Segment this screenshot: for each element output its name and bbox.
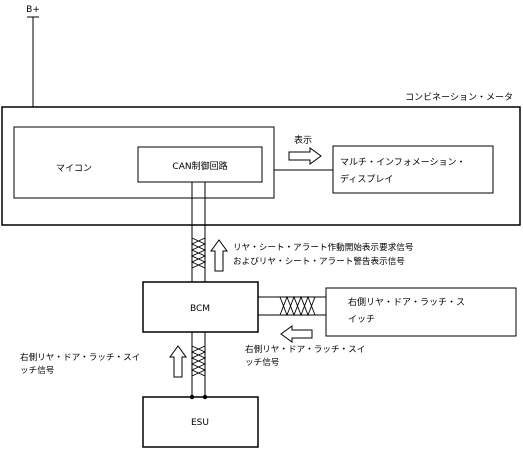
meter-signal-line1: リヤ・シート・アラート作動開始表示要求信号 [233,241,413,253]
micon-label: マイコン [56,164,92,174]
esu-signal-line1: 右側リヤ・ドア・ラッチ・スイ [20,351,140,363]
esu-terminal-left [189,394,195,400]
display-arrow-label: 表示 [294,134,312,146]
esu-label: ESU [191,418,209,428]
can-control-label: CAN制御回路 [172,160,227,172]
switch-signal-line2: ッチ信号 [245,356,279,368]
switch-label-line2: イッチ [348,314,375,325]
display-label-line2: ディスプレイ [340,173,393,185]
bcm-label: BCM [190,304,210,314]
can-control-box [137,146,263,183]
switch-label-line1: 右側リヤ・ドア・ラッチ・ス [348,296,465,308]
switch-signal-line1: 右側リヤ・ドア・ラッチ・スイ [245,343,365,355]
esu-terminal-right [202,394,208,400]
meter-signal-line2: およびリヤ・シート・アラート警告表示信号 [233,255,405,267]
bcm-box [142,281,259,333]
door-latch-switch-box [325,287,517,337]
esu-box [142,396,259,448]
meter-label: コンビネーション・メータ [405,92,513,103]
twisted-pair-meter-bcm [190,237,207,269]
twisted-pair-bcm-esu [190,345,207,377]
display-arrow-icon [288,147,322,165]
twisted-pair-bcm-switch [279,295,316,317]
esu-signal-line2: ッチ信号 [20,364,54,376]
display-label-line1: マルチ・インフォメーション・ [340,157,466,168]
switch-signal-arrow-icon [280,325,313,343]
power-label: B+ [26,5,40,15]
multi-info-display-box [332,145,494,194]
meter-signal-arrow-icon [210,239,228,272]
esu-signal-arrow-icon [169,345,187,378]
